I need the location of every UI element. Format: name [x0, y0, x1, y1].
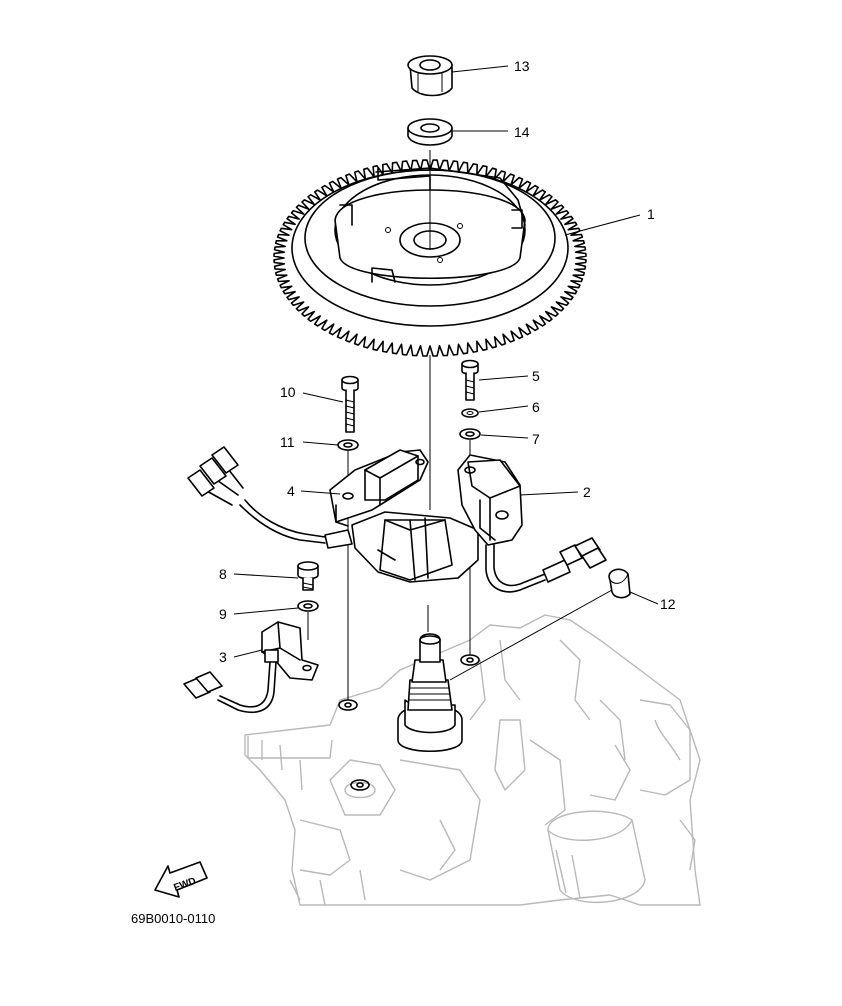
part-4-coil [329, 449, 429, 527]
part-label-4: 4 [287, 483, 295, 499]
part-label-2: 2 [583, 484, 591, 500]
part-9-washer [297, 600, 319, 612]
engine-block [244, 614, 701, 906]
part-7-washer [459, 428, 481, 440]
part-label-8: 8 [219, 566, 227, 582]
part-2-coil [457, 454, 523, 546]
diagram-code: 69B0010-0110 [131, 911, 216, 926]
part-label-13: 13 [514, 58, 530, 74]
part-label-6: 6 [532, 399, 540, 415]
part-label-12: 12 [660, 596, 676, 612]
part-3-coil [261, 621, 319, 681]
part-14-washer [407, 118, 453, 146]
wire-harness-4 [187, 446, 353, 549]
part-label-10: 10 [280, 384, 296, 400]
part-5-bolt [461, 359, 479, 401]
part-6-lockwasher [461, 408, 479, 418]
cdi-unit [351, 511, 479, 583]
part-11-washer [337, 439, 359, 451]
fwd-arrow-icon: FWD [154, 861, 208, 898]
part-label-11: 11 [280, 434, 295, 450]
part-12-key [608, 568, 631, 599]
wire-harness-3 [183, 661, 277, 714]
part-1-flywheel [273, 150, 587, 365]
key-leader [449, 589, 613, 681]
wire-harness-2 [485, 537, 607, 593]
leader-lines [233, 65, 659, 658]
part-label-14: 14 [514, 124, 530, 140]
part-label-9: 9 [219, 606, 227, 622]
crankshaft [397, 605, 463, 753]
part-label-3: 3 [219, 649, 227, 665]
part-label-5: 5 [532, 368, 540, 384]
part-label-1: 1 [647, 206, 655, 222]
part-label-7: 7 [532, 431, 540, 447]
part-8-bolt [297, 561, 319, 591]
part-13-nut [407, 55, 453, 97]
part-10-bolt [341, 375, 359, 433]
